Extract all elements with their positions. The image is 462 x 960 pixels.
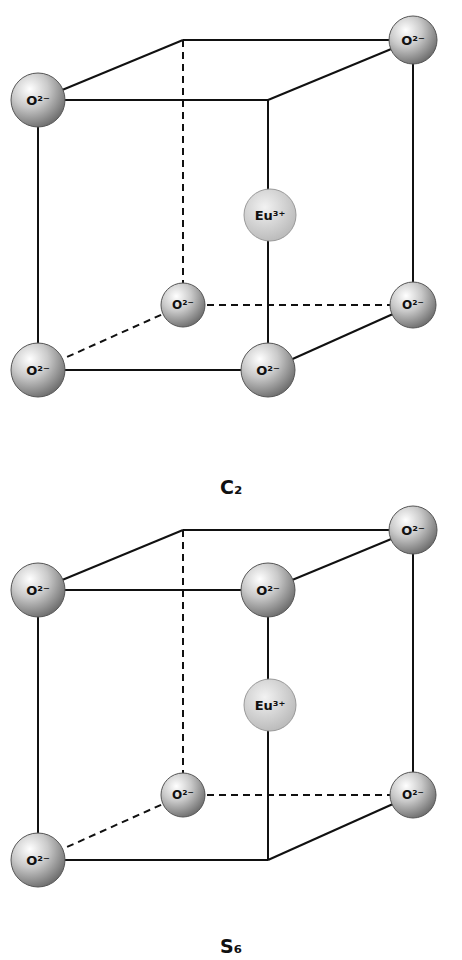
sphere bbox=[244, 679, 296, 731]
sphere bbox=[241, 343, 295, 397]
cube-edge bbox=[183, 529, 413, 531]
cube-edge bbox=[412, 530, 414, 795]
ion-label: O²⁻ bbox=[26, 853, 50, 868]
ion-label: O²⁻ bbox=[402, 788, 424, 802]
ion-label: O²⁻ bbox=[401, 523, 425, 538]
sphere bbox=[11, 73, 65, 127]
oxygen-ion: O²⁻ bbox=[10, 562, 66, 618]
cube-edge bbox=[38, 99, 268, 101]
ion-label: O²⁻ bbox=[26, 363, 50, 378]
ion-label: O²⁻ bbox=[26, 93, 50, 108]
sphere bbox=[390, 772, 436, 818]
ion-label: Eu³⁺ bbox=[255, 698, 286, 713]
sphere bbox=[161, 283, 205, 327]
cube-edge bbox=[268, 795, 413, 860]
cube-edge bbox=[37, 100, 39, 370]
cube-edge bbox=[37, 590, 39, 860]
oxygen-ion: O²⁻ bbox=[10, 72, 66, 128]
sphere bbox=[11, 833, 65, 887]
cube-edge bbox=[38, 859, 268, 861]
oxygen-ion: O²⁻ bbox=[160, 772, 206, 818]
cube-edge bbox=[38, 589, 268, 591]
oxygen-ion: O²⁻ bbox=[240, 342, 296, 398]
cube-edge bbox=[412, 40, 414, 305]
oxygen-ion: O²⁻ bbox=[240, 562, 296, 618]
sphere bbox=[161, 773, 205, 817]
sphere bbox=[389, 16, 437, 64]
sphere bbox=[11, 563, 65, 617]
oxygen-ion: O²⁻ bbox=[389, 281, 437, 329]
ion-label: Eu³⁺ bbox=[255, 208, 286, 223]
hidden-cube-edge bbox=[182, 40, 184, 305]
sphere bbox=[389, 506, 437, 554]
symmetry-caption: C₂ bbox=[220, 476, 242, 498]
sphere bbox=[390, 282, 436, 328]
hidden-cube-edge bbox=[182, 530, 184, 795]
hidden-cube-edge bbox=[183, 794, 413, 796]
sphere bbox=[11, 343, 65, 397]
cube-edge bbox=[183, 39, 413, 41]
ion-label: O²⁻ bbox=[172, 788, 194, 802]
ion-label: O²⁻ bbox=[256, 583, 280, 598]
sphere bbox=[241, 563, 295, 617]
hidden-cube-edge bbox=[183, 304, 413, 306]
europium-ion: Eu³⁺ bbox=[243, 678, 297, 732]
ion-label: O²⁻ bbox=[401, 33, 425, 48]
oxygen-ion: O²⁻ bbox=[389, 771, 437, 819]
ion-label: O²⁻ bbox=[402, 298, 424, 312]
sphere bbox=[244, 189, 296, 241]
symmetry-caption: S₆ bbox=[220, 935, 242, 957]
ion-label: O²⁻ bbox=[172, 298, 194, 312]
oxygen-ion: O²⁻ bbox=[10, 342, 66, 398]
europium-ion: Eu³⁺ bbox=[243, 188, 297, 242]
oxygen-ion: O²⁻ bbox=[160, 282, 206, 328]
oxygen-ion: O²⁻ bbox=[388, 505, 438, 555]
oxygen-ion: O²⁻ bbox=[10, 832, 66, 888]
cube-edge bbox=[38, 369, 268, 371]
ion-label: O²⁻ bbox=[256, 363, 280, 378]
ion-label: O²⁻ bbox=[26, 583, 50, 598]
oxygen-ion: O²⁻ bbox=[388, 15, 438, 65]
